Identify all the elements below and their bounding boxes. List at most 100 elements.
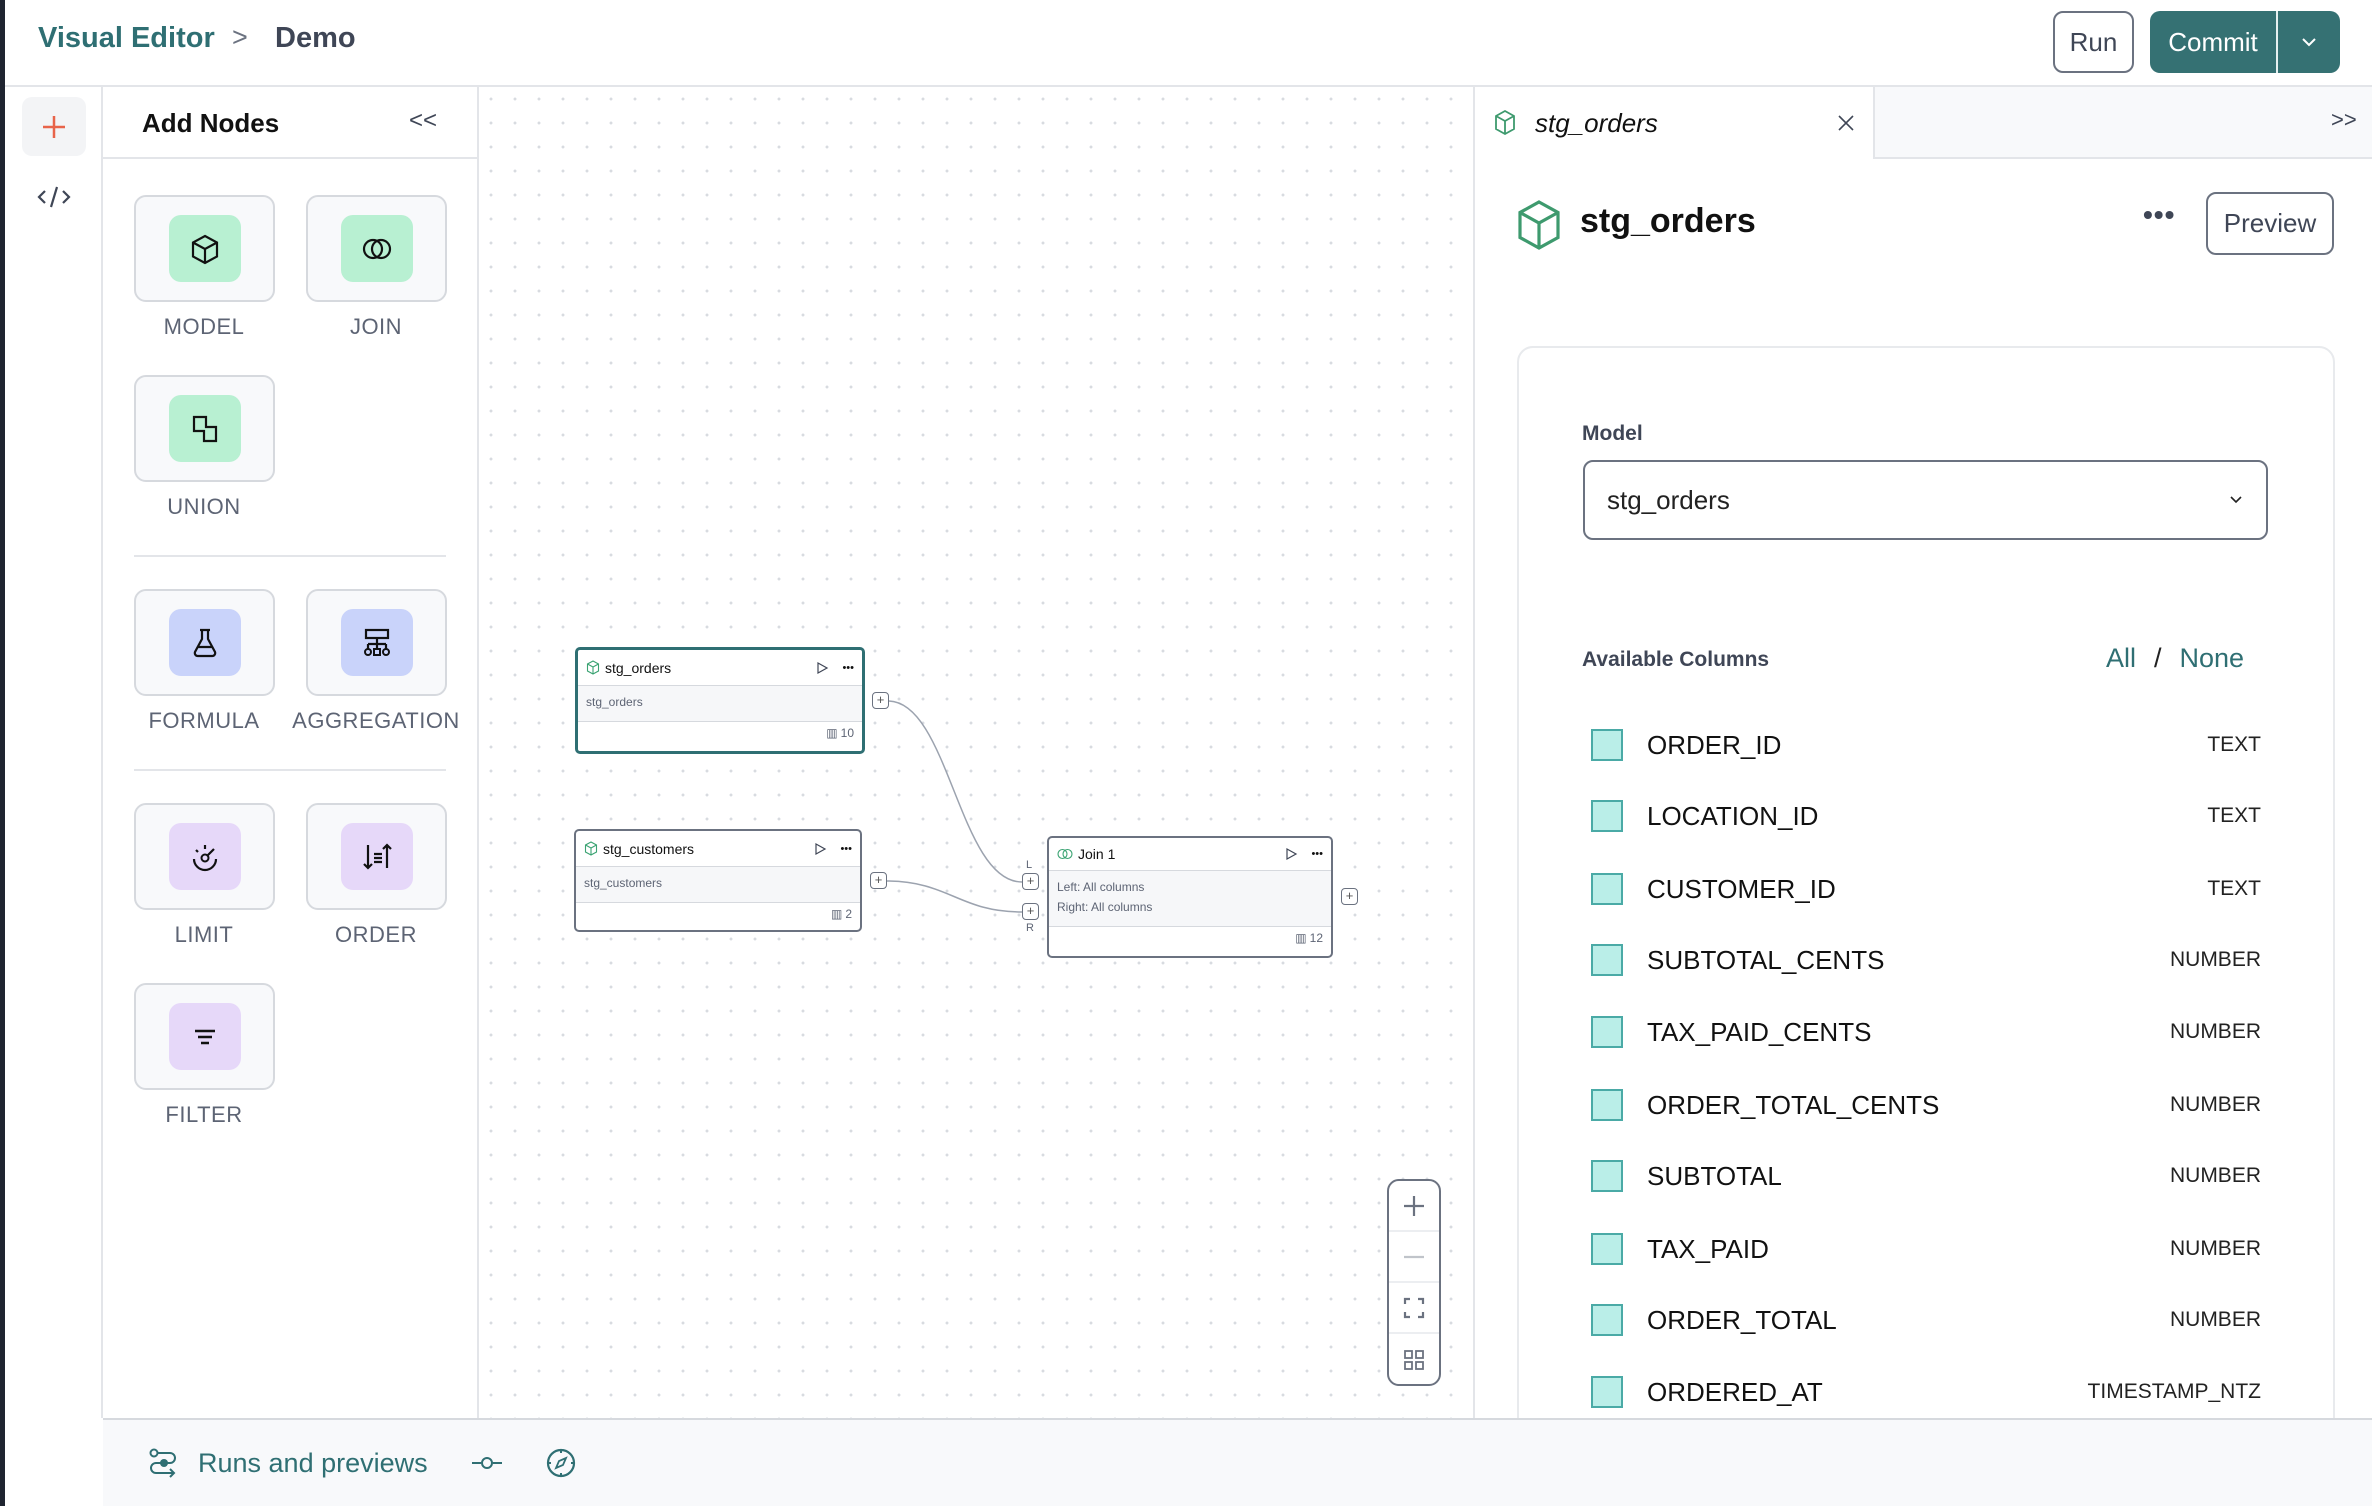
commit-dropdown-button[interactable] [2278, 11, 2340, 73]
cube-icon [1495, 109, 1515, 136]
play-icon[interactable] [1284, 847, 1298, 861]
node-footer: ▥10 [578, 722, 862, 744]
plus-icon [1404, 1195, 1424, 1216]
zoom-controls [1387, 1179, 1441, 1386]
join-icon [362, 238, 391, 259]
code-rail-button[interactable] [22, 177, 86, 217]
column-checkbox[interactable] [1591, 1016, 1623, 1048]
add-node-order-button[interactable] [306, 803, 447, 910]
node-stg-customers[interactable]: stg_customers ••• stg_customers ▥2 [574, 829, 862, 932]
column-checkbox[interactable] [1591, 1304, 1623, 1336]
column-checkbox[interactable] [1591, 1089, 1623, 1121]
collapse-panel-button[interactable]: << [409, 107, 438, 134]
column-checkbox[interactable] [1591, 1233, 1623, 1265]
select-all-link[interactable]: All [2106, 643, 2137, 673]
left-input-handle[interactable]: + [1022, 873, 1039, 890]
add-node-join-button[interactable] [306, 195, 447, 302]
tab-bar: stg_orders >> [1475, 87, 2372, 159]
flask-icon [193, 628, 216, 657]
node-footer: ▥2 [576, 903, 860, 925]
add-node-union-button[interactable] [134, 375, 275, 482]
columns-icon: ▥ [1295, 931, 1307, 945]
output-handle[interactable]: + [870, 872, 887, 889]
add-node-model-button[interactable] [134, 195, 275, 302]
model-select[interactable]: stg_orders [1583, 460, 2268, 540]
more-icon[interactable]: ••• [842, 661, 854, 674]
left-rail [5, 87, 103, 1418]
add-node-order-label: ORDER [335, 922, 417, 947]
add-node-aggregation-button[interactable] [306, 589, 447, 696]
graph-canvas[interactable]: stg_orders ••• stg_orders ▥10 + stg_cust… [479, 87, 1473, 1418]
play-icon[interactable] [815, 661, 829, 675]
column-name: LOCATION_ID [1647, 800, 1819, 831]
breadcrumb-visual-editor[interactable]: Visual Editor [38, 22, 215, 54]
tile-icon-bg [340, 823, 413, 890]
expand-panel-button[interactable]: >> [2331, 107, 2357, 132]
add-node-formula-button[interactable] [134, 589, 275, 696]
column-checkbox[interactable] [1591, 873, 1623, 905]
zoom-out-button[interactable] [1389, 1232, 1439, 1283]
column-name: CUSTOMER_ID [1647, 873, 1836, 904]
column-type: NUMBER [2169, 1308, 2261, 1331]
column-checkbox[interactable] [1591, 800, 1623, 832]
output-handle[interactable]: + [872, 692, 889, 709]
divider [134, 555, 446, 557]
commit-icon[interactable] [471, 1456, 502, 1470]
column-checkbox[interactable] [1591, 1376, 1623, 1408]
commit-button-group: Commit [2150, 11, 2340, 73]
more-icon[interactable]: ••• [840, 842, 852, 855]
more-icon[interactable]: ••• [1311, 848, 1323, 860]
tile-icon-bg [168, 215, 241, 282]
column-checkbox[interactable] [1591, 729, 1623, 761]
column-type: NUMBER [2169, 1164, 2261, 1187]
more-options-button[interactable]: ••• [2143, 199, 2176, 230]
column-count: 2 [845, 907, 852, 921]
column-name: TAX_PAID_CENTS [1647, 1016, 1872, 1047]
play-icon[interactable] [813, 842, 827, 856]
column-name: SUBTOTAL_CENTS [1647, 944, 1885, 975]
column-row: LOCATION_ID TEXT [1591, 796, 2271, 836]
plus-icon [43, 115, 65, 138]
commit-button[interactable]: Commit [2150, 11, 2278, 73]
preview-button[interactable]: Preview [2206, 192, 2334, 255]
top-bar: Visual Editor > Demo Run Commit [0, 0, 2372, 87]
right-input-handle[interactable]: + [1022, 903, 1039, 920]
node-title: stg_orders [605, 659, 672, 676]
column-checkbox[interactable] [1591, 944, 1623, 976]
model-select-value: stg_orders [1607, 484, 1730, 515]
grid-icon [1404, 1349, 1424, 1370]
union-icon [192, 415, 217, 442]
tile-icon-bg [340, 609, 413, 676]
left-input-label: L [1026, 859, 1033, 871]
column-checkbox[interactable] [1591, 1160, 1623, 1192]
column-name: ORDER_TOTAL [1647, 1304, 1837, 1335]
node-title: stg_customers [603, 840, 695, 857]
runs-and-previews-button[interactable]: Runs and previews [198, 1447, 428, 1478]
select-none-link[interactable]: None [2179, 643, 2245, 673]
column-type: NUMBER [2169, 1020, 2261, 1043]
add-node-aggregation-label: AGGREGATION [292, 708, 460, 733]
tab-stg-orders[interactable]: stg_orders [1475, 87, 1875, 159]
add-node-filter-button[interactable] [134, 983, 275, 1090]
zoom-in-button[interactable] [1389, 1181, 1439, 1232]
cube-icon [584, 841, 598, 856]
add-nodes-rail-button[interactable] [22, 97, 86, 156]
fit-screen-icon [1403, 1297, 1425, 1318]
add-node-limit-button[interactable] [134, 803, 275, 910]
cube-icon [586, 660, 600, 675]
tile-icon-bg [168, 1003, 241, 1070]
select-all-none: All / None [2106, 643, 2244, 674]
run-button[interactable]: Run [2053, 11, 2134, 73]
node-join-1[interactable]: Join 1 ••• Left: All columns Right: All … [1047, 836, 1333, 958]
column-type: TIMESTAMP_NTZ [2087, 1380, 2261, 1403]
output-handle[interactable]: + [1341, 888, 1358, 905]
fit-view-button[interactable] [1389, 1283, 1439, 1334]
close-icon[interactable] [1837, 114, 1855, 132]
node-stg-orders[interactable]: stg_orders ••• stg_orders ▥10 [575, 647, 865, 754]
code-icon [37, 186, 71, 208]
panel-title: stg_orders [1580, 202, 1756, 240]
auto-layout-button[interactable] [1389, 1334, 1439, 1384]
filter-icon [194, 1029, 215, 1044]
cube-icon [1518, 200, 1560, 250]
compass-icon[interactable] [546, 1448, 576, 1478]
